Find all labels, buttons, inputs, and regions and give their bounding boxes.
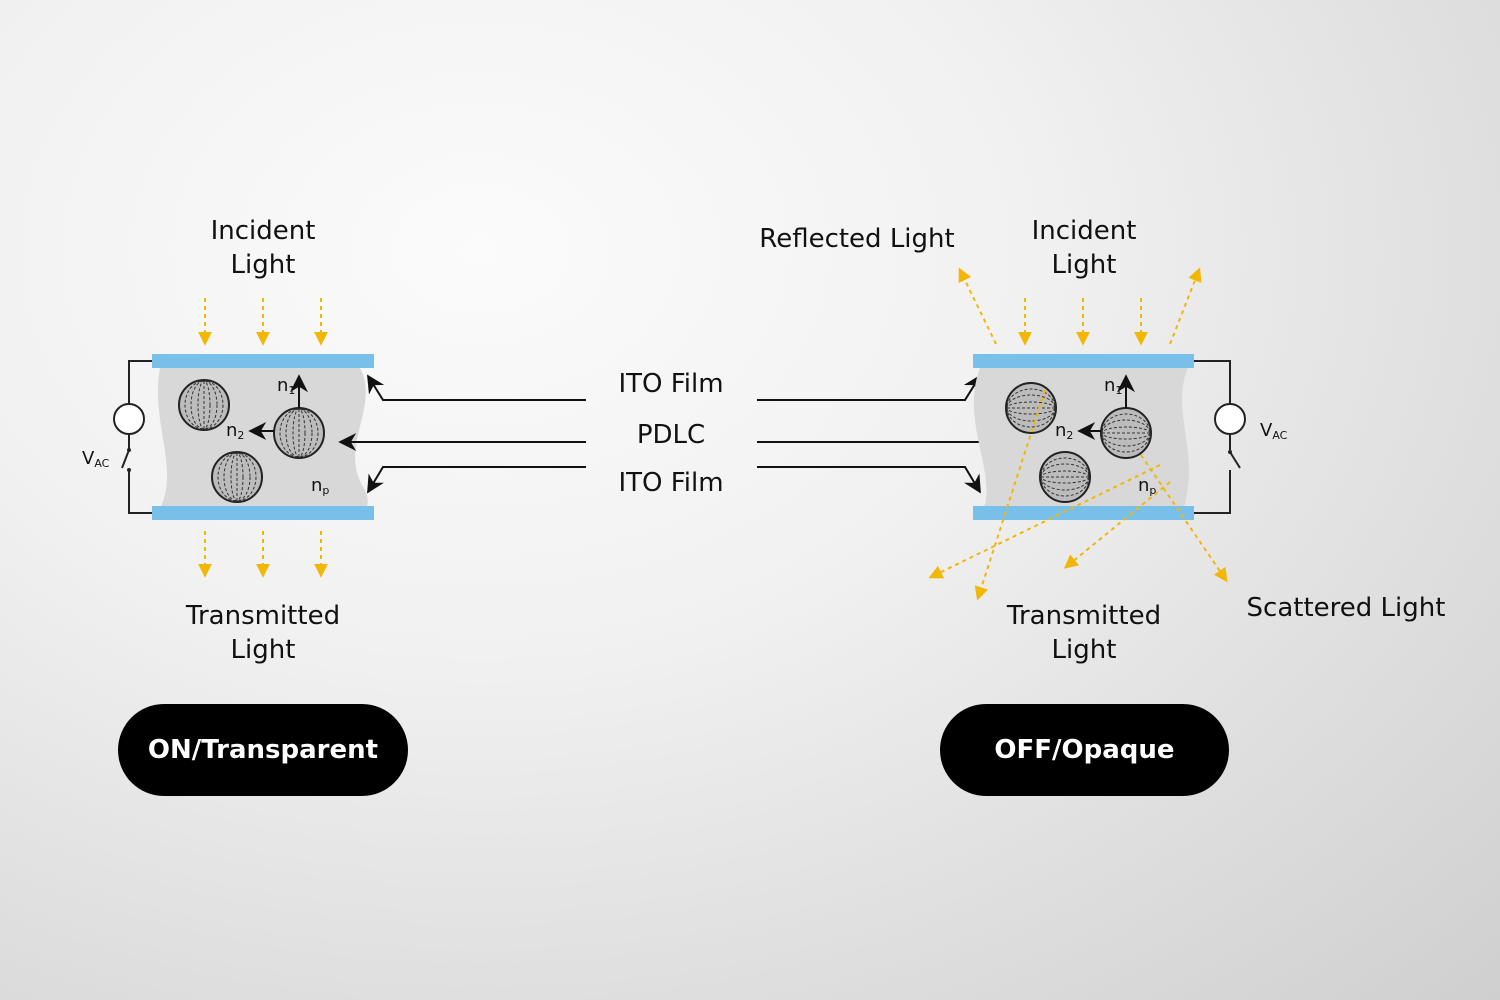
np-label-right: np [1138,475,1156,497]
scattered-arrow [1063,481,1171,569]
reflected-light-label: Reflected Light [759,224,955,254]
right-ito-bottom [973,506,1194,520]
on-transparent-badge: ON/Transparent [118,704,408,796]
reflected-arrow [958,267,997,345]
left-incident-label: Incident Light [210,216,316,280]
scattered-light-label: Scattered Light [1246,593,1446,623]
vac-label-left: VAC [82,448,110,470]
left-circuit-wire [128,360,152,404]
n1-label-right: n1 [1104,375,1122,397]
switch-icon [121,449,130,469]
lc-droplet-icon [211,451,263,503]
ito-film-top-label: ITO Film [618,369,724,399]
n1-label-left: n1 [277,375,295,397]
scattered-arrow [928,464,1161,579]
left-transmitted-label: Transmitted Light [185,601,341,665]
off-opaque-badge: OFF/Opaque [940,704,1229,796]
ac-source-icon [113,403,145,435]
lc-droplet-icon [1039,451,1091,503]
lc-droplet-icon [178,379,230,431]
vac-label-right: VAC [1260,420,1288,442]
right-transmitted-label: Transmitted Light [1006,601,1162,665]
left-ito-bottom [152,506,374,520]
pointer-ito-top-left [367,374,586,401]
reflected-arrow [1169,267,1202,345]
pdlc-label: PDLC [636,420,706,450]
right-incident-label: Incident Light [1031,216,1137,280]
left-cell: VAC n1 n2 np [82,298,374,578]
lc-droplet-icon [1005,382,1057,434]
right-ito-top [973,354,1194,368]
pointer-ito-top-right [757,374,981,401]
left-ito-top [152,354,374,368]
center-pointers [338,374,1005,494]
pointer-ito-bottom-left [367,466,586,494]
np-label-left: np [311,475,329,497]
ito-film-bottom-label: ITO Film [618,468,724,498]
ac-source-icon [1214,403,1246,435]
n2-label-right: n2 [1055,420,1073,442]
right-circuit-wire [1194,360,1231,404]
scattered-arrow [1140,454,1228,583]
pointer-ito-bottom-right [757,466,981,494]
switch-icon [1229,451,1241,469]
n2-label-left: n2 [226,420,244,442]
right-cell: VAC n1 n2 np [928,267,1288,601]
lc-droplet-icon [273,407,325,459]
lc-droplet-icon [1100,407,1152,459]
